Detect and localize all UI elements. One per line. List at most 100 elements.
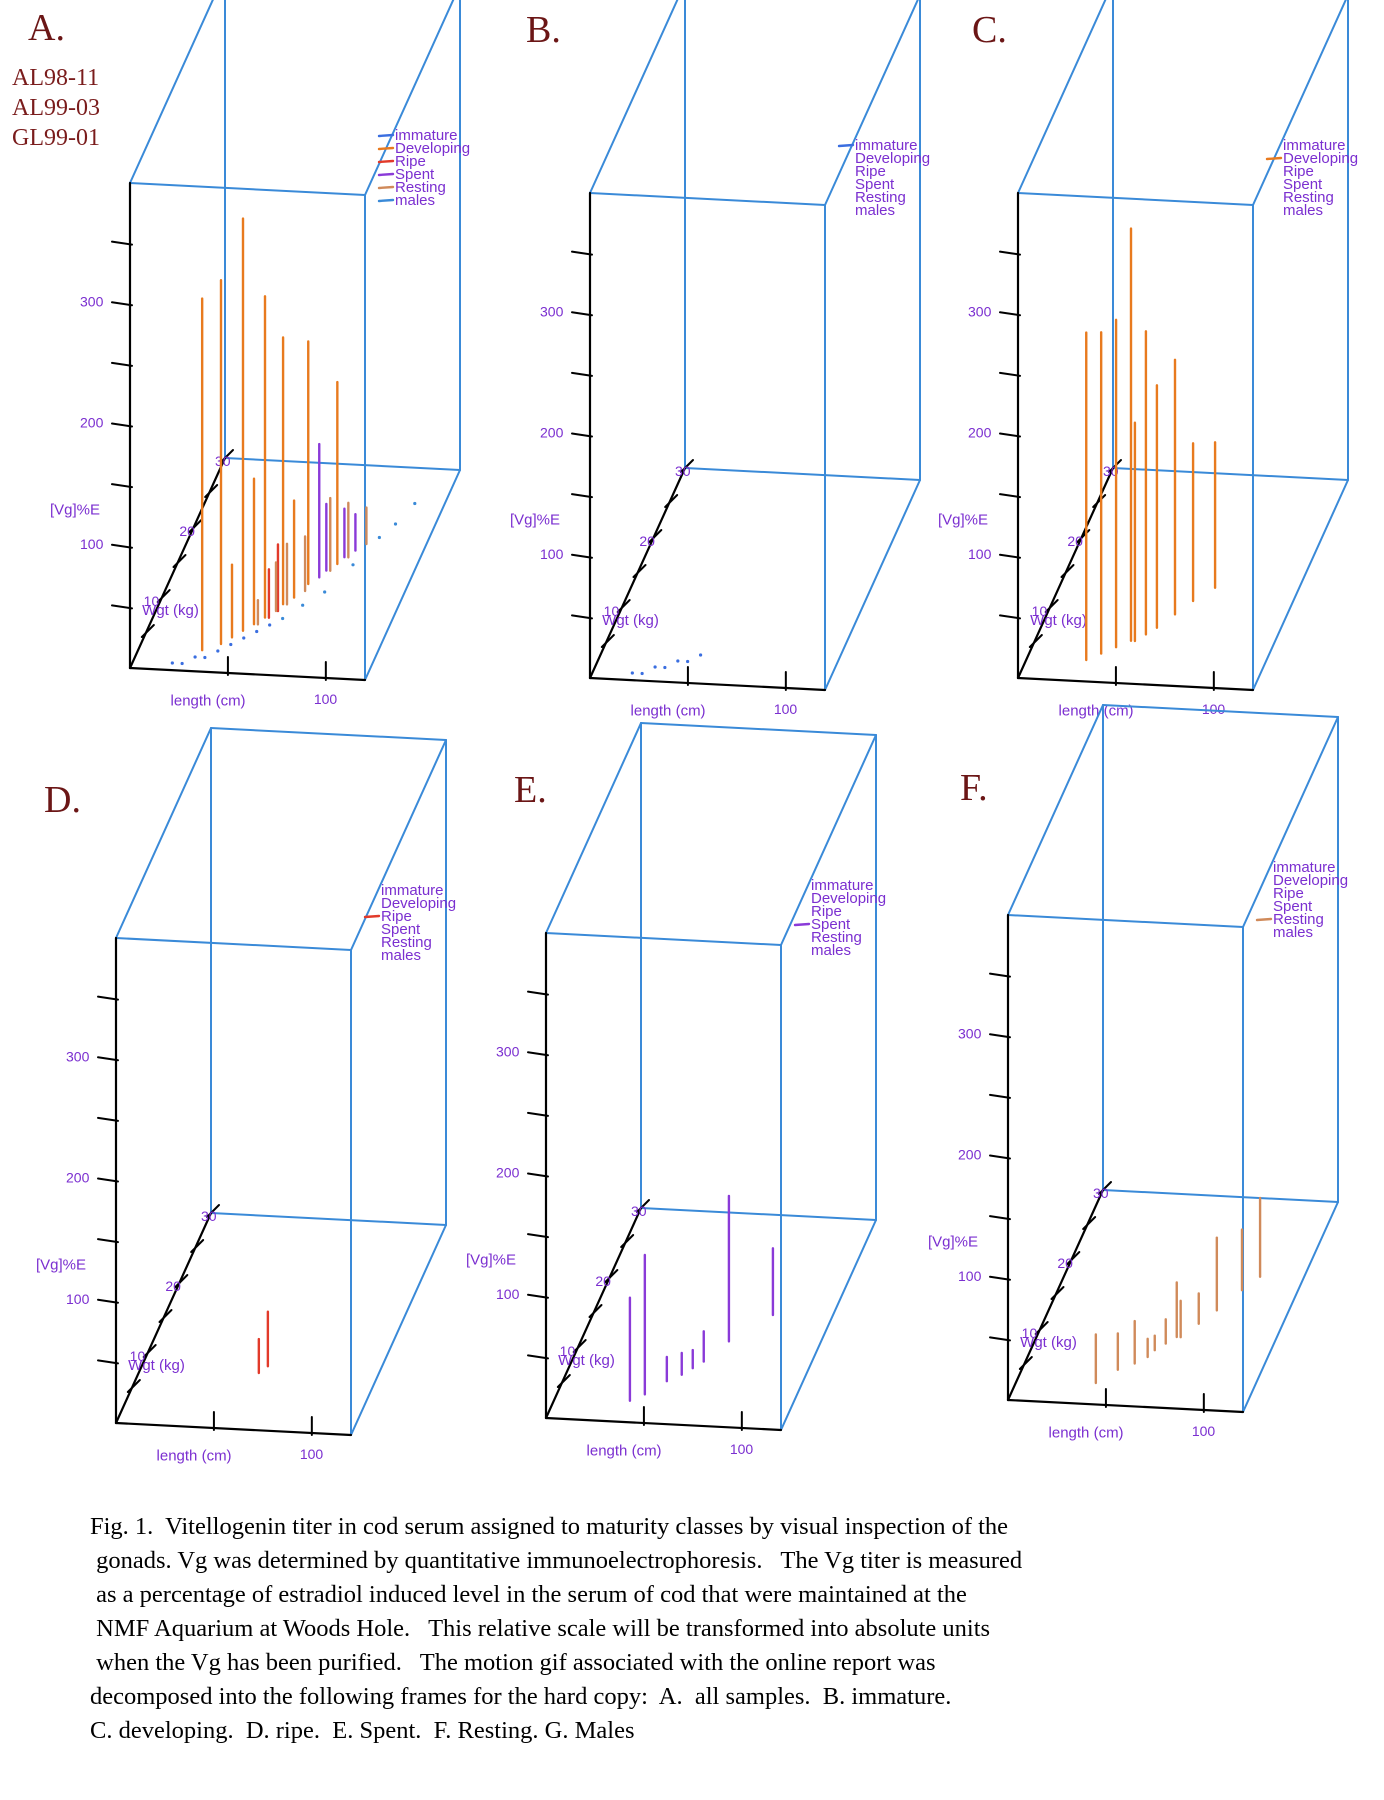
data-point xyxy=(413,501,417,506)
weight-tick-label: 10 xyxy=(130,1348,146,1364)
panel-letter: D. xyxy=(44,779,81,821)
legend-label: Spent xyxy=(855,176,895,193)
legend-label: Spent xyxy=(1273,898,1313,915)
length-axis-label: length (cm) xyxy=(1049,1425,1124,1442)
vg-tick xyxy=(989,1215,1011,1221)
caption-line: as a percentage of estradiol induced lev… xyxy=(90,1581,967,1608)
vg-tick-label: 200 xyxy=(540,425,564,441)
vg-tick xyxy=(97,1116,119,1122)
legend-swatch xyxy=(1255,917,1273,922)
weight-tick-label: 20 xyxy=(165,1278,181,1294)
box-edge xyxy=(545,932,782,946)
vg-tick xyxy=(111,301,133,307)
data-point xyxy=(242,636,246,640)
vg-tick xyxy=(571,553,593,559)
legend-label: Spent xyxy=(395,166,435,183)
panel-letter: B. xyxy=(526,9,561,51)
box-edge xyxy=(1112,467,1349,481)
box-edge xyxy=(350,739,447,951)
weight-tick xyxy=(158,1309,173,1323)
data-point xyxy=(630,671,634,675)
length-tick-label: 100 xyxy=(300,1446,324,1462)
weight-tick-label: 10 xyxy=(1022,1325,1038,1341)
legend-label: Resting xyxy=(1283,189,1334,206)
box-edge xyxy=(1252,479,1349,691)
weight-axis-label: Wgt (kg) xyxy=(1030,612,1087,629)
weight-tick xyxy=(1066,1251,1081,1265)
weight-tick xyxy=(1092,494,1107,508)
vg-tick-label: 300 xyxy=(958,1025,982,1041)
weight-tick-label: 10 xyxy=(1032,603,1048,619)
weight-tick xyxy=(1050,1286,1065,1300)
sample-id-1: AL98-11 xyxy=(12,65,100,91)
vg-tick xyxy=(999,614,1021,620)
data-point xyxy=(393,522,398,526)
box-edge xyxy=(210,1212,447,1226)
weight-tick-label: 30 xyxy=(631,1203,647,1219)
weight-tick xyxy=(1034,1321,1049,1335)
vg-tick xyxy=(999,493,1021,499)
vg-tick xyxy=(97,995,119,1001)
weight-tick xyxy=(220,449,234,463)
weight-tick-label: 20 xyxy=(1057,1255,1073,1271)
legend-label: Resting xyxy=(811,929,862,946)
weight-tick-label: 30 xyxy=(1103,463,1119,479)
legend-label: immature xyxy=(811,877,874,894)
vg-tick xyxy=(111,361,133,367)
vg-tick xyxy=(989,1093,1011,1099)
weight-tick xyxy=(680,459,694,473)
data-point xyxy=(193,655,197,659)
vg-tick xyxy=(527,1051,549,1057)
length-tick-label: 100 xyxy=(1202,701,1226,717)
vg-tick xyxy=(989,1154,1011,1160)
legend-label: immature xyxy=(381,882,444,899)
legend-label: immature xyxy=(1283,137,1346,154)
legend-swatch xyxy=(377,146,395,151)
vg-tick xyxy=(527,1172,549,1178)
length-axis xyxy=(588,676,827,692)
vg-tick xyxy=(97,1177,119,1183)
length-tick-label: 100 xyxy=(1192,1423,1216,1439)
box-edge xyxy=(364,0,455,196)
vg-tick-label: 100 xyxy=(80,536,104,552)
weight-tick xyxy=(1098,1181,1112,1195)
legend-label: Ripe xyxy=(1283,163,1314,180)
vg-tick-label: 200 xyxy=(66,1170,90,1186)
vg-axis-label: [Vg]%E xyxy=(466,1251,516,1268)
vg-tick xyxy=(527,1354,549,1360)
legend-label: Developing xyxy=(1283,150,1358,167)
box-edge xyxy=(640,1207,877,1221)
length-axis xyxy=(114,1421,353,1437)
weight-tick xyxy=(204,484,219,498)
vg-tick xyxy=(999,432,1021,438)
vg-tick xyxy=(111,604,133,610)
legend-label: males xyxy=(855,202,895,219)
legend-label: Ripe xyxy=(395,153,426,170)
weight-axis-label: Wgt (kg) xyxy=(602,612,659,629)
legend-label: Resting xyxy=(1273,911,1324,928)
panel-letter: F. xyxy=(960,767,988,809)
box-edge xyxy=(1007,914,1244,928)
legend-label: Ripe xyxy=(381,908,412,925)
vg-tick xyxy=(527,1111,549,1117)
weight-tick-label: 30 xyxy=(675,463,691,479)
vg-tick-label: 200 xyxy=(496,1165,520,1181)
legend-label: males xyxy=(395,192,435,209)
vg-tick-label: 200 xyxy=(968,425,992,441)
weight-tick-label: 20 xyxy=(179,523,195,539)
box-edge xyxy=(1242,1201,1339,1413)
vg-tick-label: 200 xyxy=(958,1147,982,1163)
vg-tick xyxy=(989,1033,1011,1039)
length-axis xyxy=(544,1416,783,1432)
box-edge xyxy=(640,722,877,736)
data-point xyxy=(203,655,207,660)
legend-swatch xyxy=(377,198,395,203)
box-edge xyxy=(210,727,447,741)
vg-tick xyxy=(527,1233,549,1239)
vg-tick-label: 200 xyxy=(80,415,104,431)
box-edge xyxy=(350,1224,447,1436)
legend-swatch xyxy=(377,172,395,177)
weight-tick xyxy=(174,1274,189,1288)
